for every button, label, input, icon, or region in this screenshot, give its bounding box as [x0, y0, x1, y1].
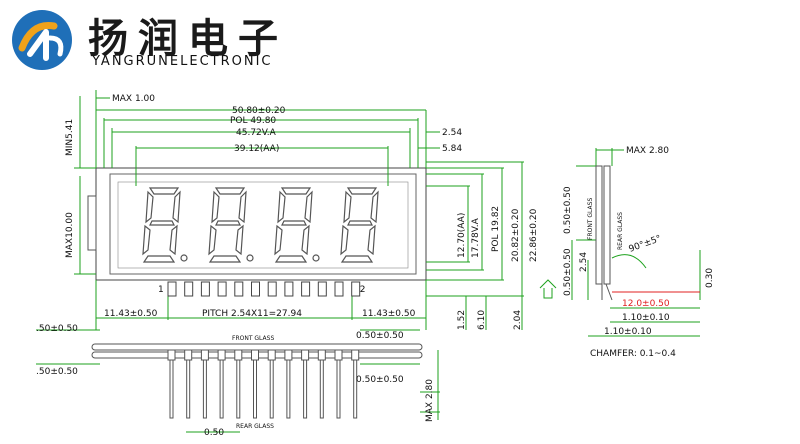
glass-height-1-label: 20.82±0.20: [511, 208, 521, 262]
glass-height-2-label: 22.86±0.20: [529, 208, 539, 262]
bottom-pin-leg: [253, 359, 257, 419]
right-offset-1-label: 2.54: [442, 128, 462, 138]
bottom-pin-head: [267, 349, 276, 361]
max-1-label: MAX 1.00: [112, 94, 155, 104]
front-pin: [284, 281, 294, 297]
front-pin: [317, 281, 327, 297]
bottom-pin-leg: [286, 359, 291, 419]
bottom-pin-leg: [169, 359, 174, 419]
company-header: 扬润电子 YANGRUNELECTRONIC: [0, 0, 800, 80]
right-offset-2-label: 5.84: [442, 144, 462, 154]
side-angle-label: 90°±5°: [628, 234, 663, 255]
bottom-pin-head: [217, 349, 226, 361]
min-left-label: MIN5.41: [65, 119, 75, 156]
decimal-point-1: [180, 254, 188, 262]
side-dim-middle-label: 0.50±0.50: [563, 248, 573, 296]
bottom-pin-leg: [269, 359, 274, 419]
pin-width-label: 0.50: [204, 428, 224, 438]
bottom-pin-leg: [336, 359, 341, 419]
bottom-max-height-label: MAX 2.80: [425, 379, 435, 422]
bottom-left-dim-1-label: .50±0.50: [36, 324, 78, 334]
front-pin: [351, 281, 361, 297]
bottom-pin-leg: [202, 359, 207, 419]
bottom-pin-row: [167, 349, 360, 419]
bottom-pin-head: [184, 349, 193, 361]
decimal-point-2: [246, 254, 254, 262]
bottom-pin-leg: [219, 359, 224, 419]
bottom-pin-head: [317, 349, 326, 361]
company-logo-icon: [12, 10, 72, 70]
pol-width-label: POL 49.80: [230, 116, 276, 126]
pin-first-label: 1: [158, 285, 164, 295]
side-rear-glass-label: REAR GLASS: [617, 212, 624, 250]
side-dim-110b-label: 1.10±0.10: [604, 327, 652, 337]
decimal-point-3: [312, 254, 320, 262]
pol-height-label: POL 19.82: [491, 206, 501, 252]
bottom-pin-head: [334, 349, 343, 361]
offset-2-label: 6.10: [477, 310, 487, 330]
bottom-pin-head: [234, 349, 243, 361]
direction-arrow-icon: [539, 279, 557, 299]
pin-margin-right-label: 11.43±0.50: [362, 309, 416, 319]
pitch-label: PITCH 2.54X11=27.94: [202, 309, 302, 319]
front-pin-row: [167, 281, 361, 297]
side-dim-030-label: 0.30: [705, 268, 715, 288]
digit-display: [142, 187, 379, 263]
bottom-pin-leg: [353, 359, 358, 419]
bottom-pin-head: [284, 349, 293, 361]
front-pin: [234, 281, 244, 297]
side-dim-110a-label: 1.10±0.10: [622, 313, 670, 323]
digit-3: [274, 187, 313, 263]
brand-name-chinese: 扬润电子: [88, 16, 288, 62]
bottom-pin-leg: [303, 359, 308, 419]
side-dim-top-label: 0.50±0.50: [563, 186, 573, 234]
front-pin: [301, 281, 311, 297]
bottom-pin-head: [351, 349, 360, 361]
aa-width-label: 39.12(AA): [234, 144, 279, 154]
bottom-pin-leg: [186, 359, 191, 419]
bottom-pin-head: [200, 349, 209, 361]
front-pin: [217, 281, 227, 297]
bottom-pin-head: [167, 349, 176, 361]
digit-2: [208, 187, 247, 263]
bottom-pin-head: [301, 349, 310, 361]
bottom-pin-leg: [319, 359, 324, 419]
aa-height-label: 12.70(AA): [457, 213, 467, 258]
bottom-right-dim-1-label: 0.50±0.50: [356, 331, 404, 341]
front-glass-side: [595, 165, 603, 285]
front-pin: [334, 281, 344, 297]
side-max-label: MAX 2.80: [626, 146, 669, 156]
max-left-label: MAX10.00: [65, 212, 75, 258]
side-front-glass-label: FRONT GLASS: [587, 198, 594, 240]
brand-name-english: YANGRUNELECTRONIC: [92, 54, 273, 69]
front-pin: [184, 281, 194, 297]
side-dim-12-label: 12.0±0.50: [622, 299, 670, 309]
bottom-rear-glass-label: REAR GLASS: [236, 423, 274, 430]
bottom-left-dim-2-label: .50±0.50: [36, 367, 78, 377]
digit-1: [142, 187, 181, 263]
side-chamfer-label: CHAMFER: 0.1~0.4: [590, 349, 676, 359]
bottom-front-glass: [91, 343, 423, 351]
front-pin: [251, 281, 260, 297]
front-pin: [267, 281, 277, 297]
bottom-pin-leg: [236, 359, 241, 419]
rear-glass-side: [603, 165, 611, 285]
overall-width-label: 50.80±0.20: [232, 106, 286, 116]
bottom-pin-head: [251, 349, 259, 361]
side-dim-254-label: 2.54: [579, 252, 589, 272]
pin-margin-left-label: 11.43±0.50: [104, 309, 158, 319]
front-pin: [200, 281, 210, 297]
front-pin: [167, 281, 177, 297]
bottom-front-glass-label: FRONT GLASS: [232, 335, 274, 342]
va-height-label: 17.78V.A: [471, 217, 481, 258]
offset-1-label: 1.52: [457, 310, 467, 330]
bottom-right-dim-2-label: 0.50±0.50: [356, 375, 404, 385]
digit-4: [340, 187, 379, 263]
va-width-label: 45.72V.A: [236, 128, 277, 138]
offset-3-label: 2.04: [513, 310, 523, 330]
